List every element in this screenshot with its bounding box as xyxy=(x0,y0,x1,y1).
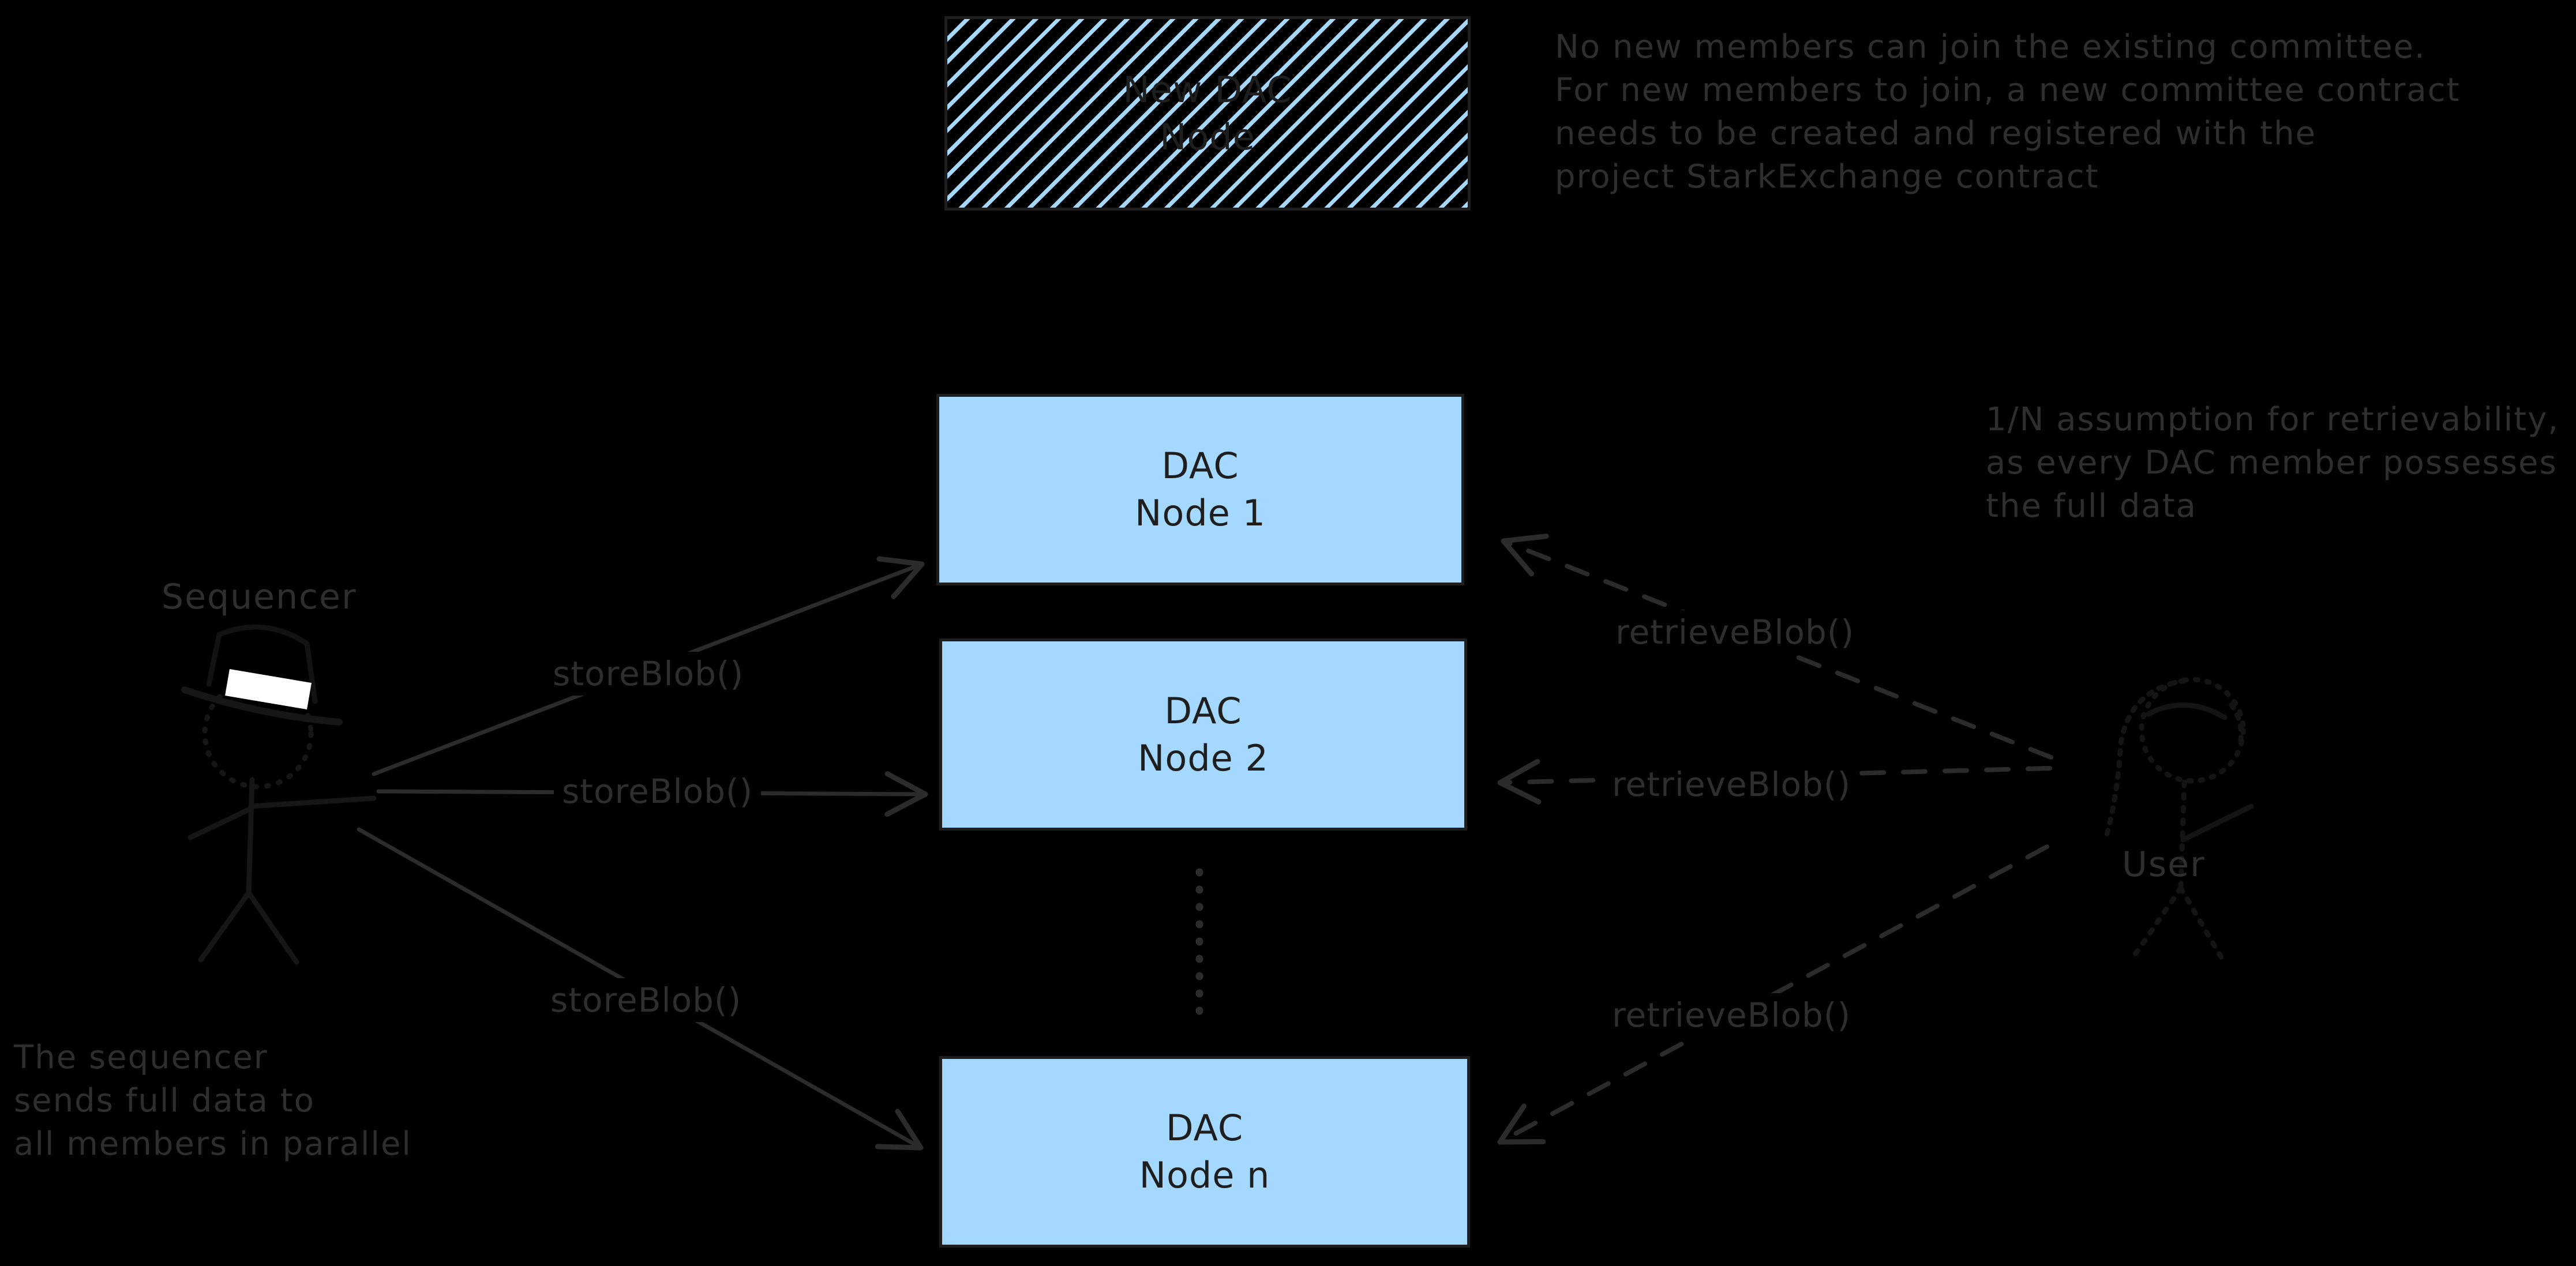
sequencer-label: Sequencer xyxy=(162,577,357,617)
user-person-icon xyxy=(2104,677,2254,966)
committee-note-line2: For new members to join, a new committee… xyxy=(1555,72,2461,109)
retrievability-note: 1/N assumption for retrievability, as ev… xyxy=(1986,398,2559,528)
committee-note-line1: No new members can join the existing com… xyxy=(1555,28,2426,66)
dac-node-n-label-line2: Node n xyxy=(1139,1154,1270,1196)
sequencer-note-line3: all members in parallel xyxy=(14,1125,412,1163)
user-label: User xyxy=(2122,844,2206,885)
dac-node-1-label-line2: Node 1 xyxy=(1135,492,1266,534)
dac-node-n-box: DAC Node n xyxy=(939,1056,1470,1248)
new-dac-node-label-line1: New DAC xyxy=(1123,68,1292,111)
dac-node-2-box: DAC Node 2 xyxy=(939,638,1467,831)
retrieve-blob-label-3: retrieveBlob() xyxy=(1604,993,1859,1037)
committee-note-line3: needs to be created and registered with … xyxy=(1555,115,2317,152)
sequencer-person-with-hat-icon xyxy=(181,624,377,965)
sequencer-note-line2: sends full data to xyxy=(14,1082,315,1120)
retrieve-blob-label-1: retrieveBlob() xyxy=(1607,610,1863,654)
dac-node-n-label-line1: DAC xyxy=(1165,1107,1244,1149)
retrieve-blob-label-2: retrieveBlob() xyxy=(1604,762,1859,806)
dac-node-1-box: DAC Node 1 xyxy=(936,394,1464,585)
arrow-retrieve-node2 xyxy=(1497,758,2052,805)
store-blob-label-3: storeBlob() xyxy=(542,978,750,1022)
committee-note-line4: project StarkExchange contract xyxy=(1555,158,2099,196)
committee-note: No new members can join the existing com… xyxy=(1555,25,2460,198)
sequencer-hat-band xyxy=(225,669,312,709)
dac-node-1-label-line1: DAC xyxy=(1161,445,1239,487)
sequencer-note-line1: The sequencer xyxy=(14,1039,268,1076)
retrievability-note-line3: the full data xyxy=(1986,487,2197,525)
store-blob-label-2: storeBlob() xyxy=(554,769,762,813)
store-blob-label-1: storeBlob() xyxy=(545,652,752,696)
retrievability-note-line1: 1/N assumption for retrievability, xyxy=(1986,401,2560,438)
retrievability-note-line2: as every DAC member possesses xyxy=(1986,444,2558,482)
sequencer-note: The sequencer sends full data to all mem… xyxy=(14,1036,412,1166)
new-dac-node-box: New DAC Node xyxy=(944,16,1471,211)
new-dac-node-label-line2: Node xyxy=(1160,115,1255,158)
dac-node-2-label-line2: Node 2 xyxy=(1138,737,1269,779)
dac-node-2-label-line1: DAC xyxy=(1164,689,1242,732)
